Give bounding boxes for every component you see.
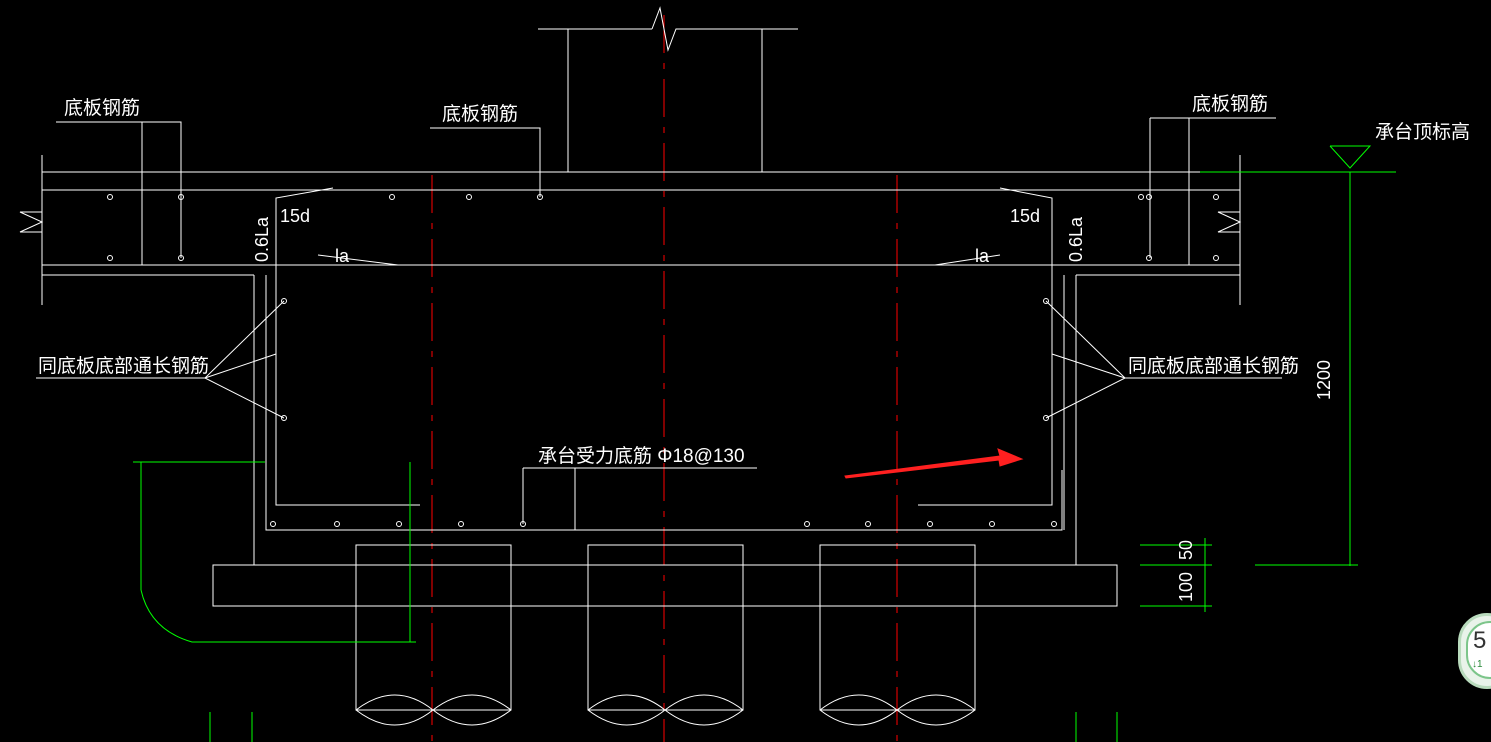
label-la-left: la xyxy=(335,246,350,266)
dimension-lines xyxy=(133,145,1396,742)
pile-cap-outline xyxy=(212,275,1118,607)
label-hook-left: 15d xyxy=(280,206,310,226)
label-la-right: la xyxy=(975,246,990,266)
label-slab-rebar-center: 底板钢筋 xyxy=(442,103,518,125)
label-anchor-left: 0.6La xyxy=(252,216,272,262)
column-outline xyxy=(538,6,798,172)
label-slab-rebar-left: 底板钢筋 xyxy=(64,97,140,119)
dim-50: 50 xyxy=(1176,540,1196,560)
label-hook-right: 15d xyxy=(1010,206,1040,226)
floor-slab xyxy=(19,155,1396,305)
label-cap-top-elevation: 承台顶标高 xyxy=(1375,121,1470,143)
red-arrow-icon xyxy=(844,448,1024,479)
label-slab-rebar-right: 底板钢筋 xyxy=(1192,93,1268,115)
dim-total: 1200 xyxy=(1314,360,1334,400)
badge-value: 5 xyxy=(1473,627,1487,654)
piles xyxy=(355,544,976,726)
label-cap-bottom-rebar: 承台受力底筋 Φ18@130 xyxy=(538,445,745,467)
badge-sub: ↓1 xyxy=(1472,659,1483,670)
label-anchor-right: 0.6La xyxy=(1066,216,1086,262)
label-same-as-slab-left: 同底板底部通长钢筋 xyxy=(38,355,209,377)
annotation-labels: 底板钢筋 底板钢筋 底板钢筋 承台顶标高 同底板底部通长钢筋 同底板底部通长钢筋… xyxy=(38,93,1470,602)
rebar-cage xyxy=(132,187,1065,531)
centerlines xyxy=(431,15,898,742)
dim-100: 100 xyxy=(1176,572,1196,602)
leader-lines xyxy=(36,117,1282,530)
floating-badge[interactable]: 5 ↓1 xyxy=(1458,613,1491,693)
label-same-as-slab-right: 同底板底部通长钢筋 xyxy=(1128,355,1299,377)
